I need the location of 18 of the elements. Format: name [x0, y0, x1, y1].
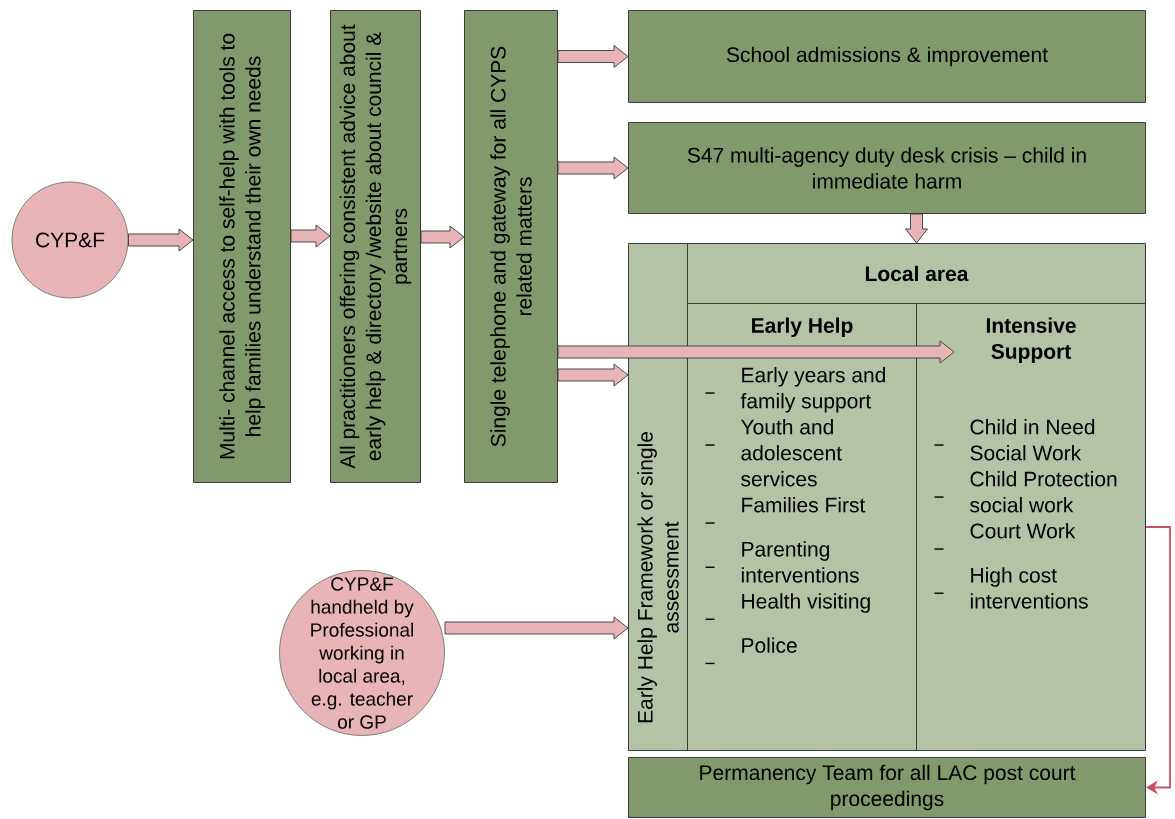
block-arrow	[557, 363, 629, 387]
block-arrow	[290, 224, 331, 248]
framework-column: Early Help Framework or single assessment	[628, 243, 688, 751]
service-box: School admissions & improvement	[628, 10, 1146, 103]
area-header: Local area	[687, 243, 1146, 304]
block-arrow	[557, 156, 629, 180]
block-arrow	[444, 616, 629, 640]
block-arrow	[128, 228, 194, 252]
block-arrow	[557, 45, 629, 68]
process-box: Multi- channel access to self-help with tools to help families understand their own needs	[193, 10, 291, 483]
block-arrow	[557, 340, 955, 364]
team-box: Permanency Team for all LAC post court proceedings	[628, 757, 1146, 818]
process-box: Single telephone and gateway for all CYPS related matters	[464, 10, 558, 483]
block-arrow	[420, 225, 465, 249]
block-arrow	[905, 213, 928, 244]
process-box: All practitioners offering consistent advice about early help & directory /website about council & partners	[330, 10, 421, 483]
connector-arrow	[1145, 526, 1171, 795]
service-box: S47 multi-agency duty desk crisis – child in immediate harm	[628, 122, 1146, 214]
